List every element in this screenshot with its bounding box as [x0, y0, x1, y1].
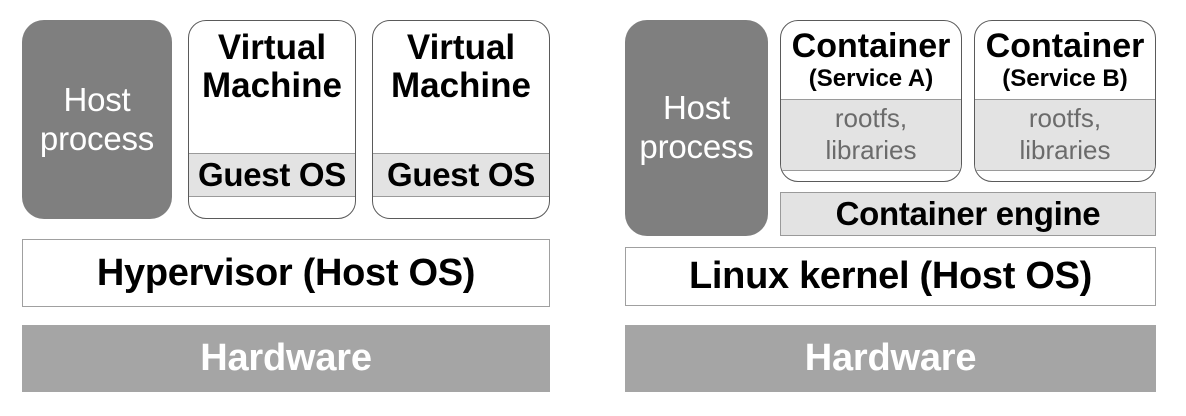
virtual-machine-title-1-line1: Virtual — [217, 28, 327, 67]
virtual-machine-box-1: Virtual Machine Guest OS — [188, 20, 356, 219]
virtual-machine-title-2: Virtual Machine — [373, 21, 549, 105]
linux-kernel-bar: Linux kernel (Host OS) — [625, 247, 1156, 306]
left-hardware-bar: Hardware — [22, 325, 550, 392]
container-title-1-main: Container — [791, 27, 951, 65]
container-box-1: Container (Service A) rootfs, libraries — [780, 20, 962, 182]
container-engine-bar: Container engine — [780, 192, 1156, 236]
container-contents-2-line1: rootfs, — [1028, 103, 1102, 134]
container-contents-1-line1: rootfs, — [834, 103, 908, 134]
left-host-process-line1: Host — [63, 80, 131, 118]
container-box-2: Container (Service B) rootfs, libraries — [974, 20, 1156, 182]
container-subtitle-2: (Service B) — [1002, 65, 1128, 92]
right-host-process-line1: Host — [662, 89, 731, 127]
guest-os-band-1: Guest OS — [189, 153, 355, 197]
container-contents-band-1: rootfs, libraries — [781, 99, 961, 171]
left-hardware-label: Hardware — [200, 337, 372, 379]
virtual-machine-title-2-line1: Virtual — [406, 28, 516, 67]
guest-os-label-1: Guest OS — [198, 156, 346, 193]
right-hardware-bar: Hardware — [625, 325, 1156, 392]
virtual-machine-title-1: Virtual Machine — [189, 21, 355, 105]
hypervisor-label: Hypervisor (Host OS) — [96, 251, 476, 294]
virtual-machine-title-1-line2: Machine — [201, 65, 343, 105]
left-host-process-line2: process — [39, 119, 155, 157]
container-contents-band-2: rootfs, libraries — [975, 99, 1155, 171]
virtual-machine-box-2: Virtual Machine Guest OS — [372, 20, 550, 219]
container-title-1: Container (Service A) — [781, 21, 961, 94]
left-host-process-box: Host process — [22, 20, 172, 219]
linux-kernel-label: Linux kernel (Host OS) — [688, 255, 1092, 297]
container-engine-label: Container engine — [835, 195, 1101, 232]
right-host-process-box: Host process — [625, 20, 768, 236]
guest-os-band-2: Guest OS — [373, 153, 549, 197]
container-title-2: Container (Service B) — [975, 21, 1155, 94]
container-contents-2-line2: libraries — [1019, 135, 1111, 165]
container-title-2-main: Container — [985, 27, 1145, 65]
guest-os-label-2: Guest OS — [387, 156, 535, 193]
right-hardware-label: Hardware — [804, 337, 977, 379]
virtual-machine-title-2-line2: Machine — [390, 65, 532, 105]
right-host-process-line2: process — [639, 128, 754, 165]
container-subtitle-1: (Service A) — [808, 65, 934, 92]
container-contents-1-line2: libraries — [825, 135, 917, 165]
hypervisor-bar: Hypervisor (Host OS) — [22, 239, 550, 307]
